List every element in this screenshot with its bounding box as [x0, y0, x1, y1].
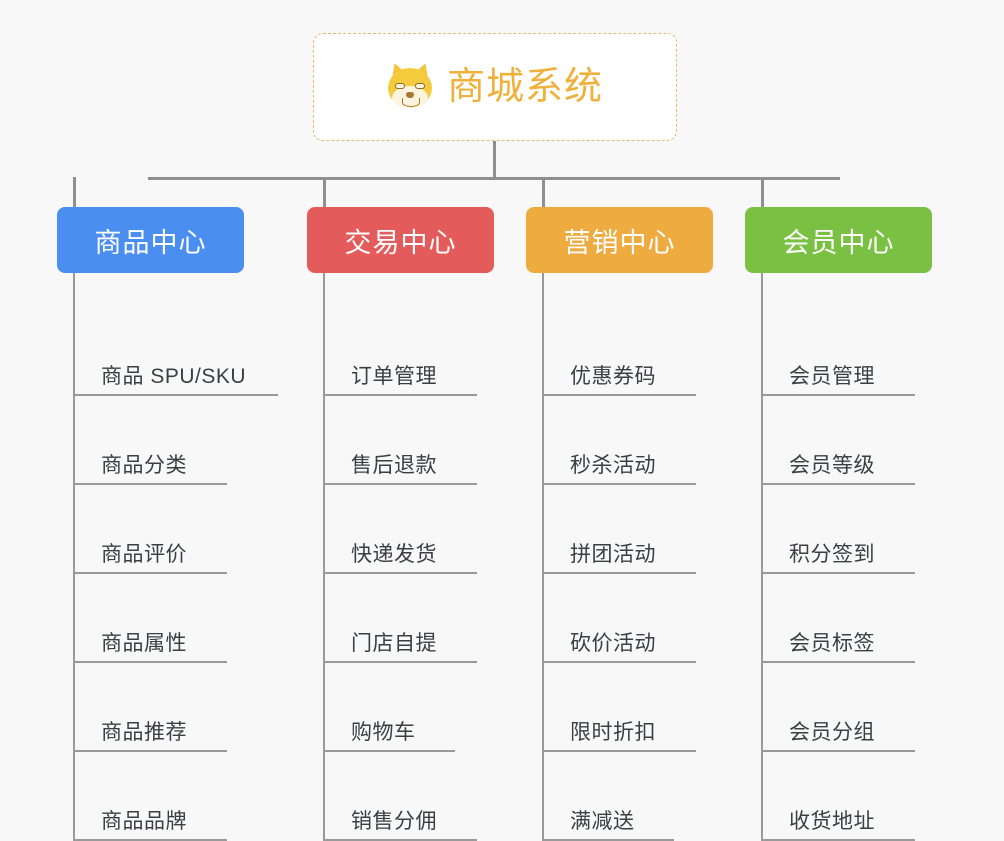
leaf-item[interactable]: 优惠券码 [544, 307, 713, 396]
leaf-item-label: 商品属性 [101, 632, 187, 655]
leaf-item-label: 会员管理 [789, 365, 875, 388]
leaf-item-underline [544, 750, 696, 752]
leaf-item-underline [75, 483, 227, 485]
leaf-item-label: 售后退款 [351, 454, 437, 477]
leaf-item-label: 商品 SPU/SKU [101, 365, 247, 388]
leaf-item-label: 砍价活动 [570, 632, 656, 655]
drop-connector-4 [761, 177, 764, 208]
leaf-item[interactable]: 商品 SPU/SKU [75, 307, 278, 396]
leaf-item-underline [544, 394, 696, 396]
column-1: 商品中心商品 SPU/SKU 商品分类商品评价商品属性商品推荐商品品牌 [57, 207, 278, 841]
leaf-item[interactable]: 订单管理 [325, 307, 494, 396]
leaf-item-underline [763, 572, 915, 574]
leaf-item-label: 销售分佣 [351, 810, 437, 833]
leaf-item-label: 优惠券码 [570, 365, 656, 388]
leaf-item-label: 拼团活动 [570, 543, 656, 566]
drop-connector-1 [73, 177, 76, 208]
leaf-item-underline [544, 483, 696, 485]
leaf-item-label: 满减送 [570, 810, 635, 833]
leaf-item-label: 会员等级 [789, 454, 875, 477]
root-stem-connector [493, 141, 496, 178]
leaf-item-label: 积分签到 [789, 543, 875, 566]
leaf-item-label: 商品品牌 [101, 810, 187, 833]
leaf-item[interactable]: 积分签到 [763, 485, 932, 574]
column-4: 会员中心会员管理会员等级积分签到会员标签会员分组收货地址 [745, 207, 932, 841]
leaf-item-underline [325, 750, 455, 752]
leaf-item[interactable]: 会员管理 [763, 307, 932, 396]
leaf-item[interactable]: 商品推荐 [75, 663, 244, 752]
drop-connector-2 [323, 177, 326, 208]
leaf-item[interactable]: 砍价活动 [544, 574, 713, 663]
leaf-item-underline [763, 750, 915, 752]
leaf-item-label: 限时折扣 [570, 721, 656, 744]
horizontal-bus-connector [148, 177, 840, 180]
category-header-3[interactable]: 营销中心 [526, 207, 713, 273]
leaf-item-underline [325, 483, 477, 485]
drop-connector-3 [542, 177, 545, 208]
leaf-item[interactable]: 会员分组 [763, 663, 932, 752]
shiba-dog-face-icon [387, 60, 433, 110]
category-header-2[interactable]: 交易中心 [307, 207, 494, 273]
category-header-1[interactable]: 商品中心 [57, 207, 244, 273]
branch-trunk-2: 订单管理售后退款快递发货门店自提购物车销售分佣 [323, 273, 494, 841]
leaf-item[interactable]: 商品属性 [75, 574, 244, 663]
leaf-item-label: 订单管理 [351, 365, 437, 388]
leaf-item-underline [544, 661, 696, 663]
leaf-item[interactable]: 商品评价 [75, 485, 244, 574]
leaf-item[interactable]: 会员等级 [763, 396, 932, 485]
leaf-item[interactable]: 售后退款 [325, 396, 494, 485]
leaf-item[interactable]: 商品分类 [75, 396, 244, 485]
leaf-item-underline [325, 661, 477, 663]
column-2: 交易中心订单管理售后退款快递发货门店自提购物车销售分佣 [307, 207, 494, 841]
root-node-title: 商城系统 [446, 66, 603, 108]
leaf-item-label: 商品评价 [101, 543, 187, 566]
leaf-item-underline [75, 394, 278, 396]
leaf-item-label: 门店自提 [351, 632, 437, 655]
leaf-item[interactable]: 门店自提 [325, 574, 494, 663]
leaf-item[interactable]: 秒杀活动 [544, 396, 713, 485]
leaf-item[interactable]: 收货地址 [763, 752, 932, 841]
leaf-item-label: 商品分类 [101, 454, 187, 477]
leaf-item[interactable]: 销售分佣 [325, 752, 494, 841]
branch-trunk-4: 会员管理会员等级积分签到会员标签会员分组收货地址 [761, 273, 932, 841]
leaf-item[interactable]: 会员标签 [763, 574, 932, 663]
leaf-item-underline [75, 750, 227, 752]
category-header-4[interactable]: 会员中心 [745, 207, 932, 273]
leaf-item[interactable]: 快递发货 [325, 485, 494, 574]
leaf-item-label: 商品推荐 [101, 721, 187, 744]
leaf-item-underline [763, 483, 915, 485]
leaf-item[interactable]: 拼团活动 [544, 485, 713, 574]
leaf-item-label: 快递发货 [351, 543, 437, 566]
leaf-item[interactable]: 购物车 [325, 663, 494, 752]
column-3: 营销中心优惠券码秒杀活动拼团活动砍价活动限时折扣满减送 [526, 207, 713, 841]
leaf-item-underline [763, 394, 915, 396]
leaf-item-label: 购物车 [351, 721, 416, 744]
leaf-item-underline [763, 661, 915, 663]
branch-trunk-3: 优惠券码秒杀活动拼团活动砍价活动限时折扣满减送 [542, 273, 713, 841]
leaf-item[interactable]: 商品品牌 [75, 752, 244, 841]
leaf-item[interactable]: 限时折扣 [544, 663, 713, 752]
branch-trunk-1: 商品 SPU/SKU 商品分类商品评价商品属性商品推荐商品品牌 [73, 273, 278, 841]
leaf-item-label: 秒杀活动 [570, 454, 656, 477]
leaf-item-label: 会员标签 [789, 632, 875, 655]
root-node-mall-system[interactable]: 商城系统 [313, 33, 677, 141]
leaf-item-label: 会员分组 [789, 721, 875, 744]
leaf-item-underline [325, 572, 477, 574]
leaf-item-underline [544, 572, 696, 574]
leaf-item-underline [75, 661, 227, 663]
leaf-item-underline [325, 394, 477, 396]
leaf-item-label: 收货地址 [789, 810, 875, 833]
leaf-item-underline [75, 572, 227, 574]
leaf-item[interactable]: 满减送 [544, 752, 713, 841]
